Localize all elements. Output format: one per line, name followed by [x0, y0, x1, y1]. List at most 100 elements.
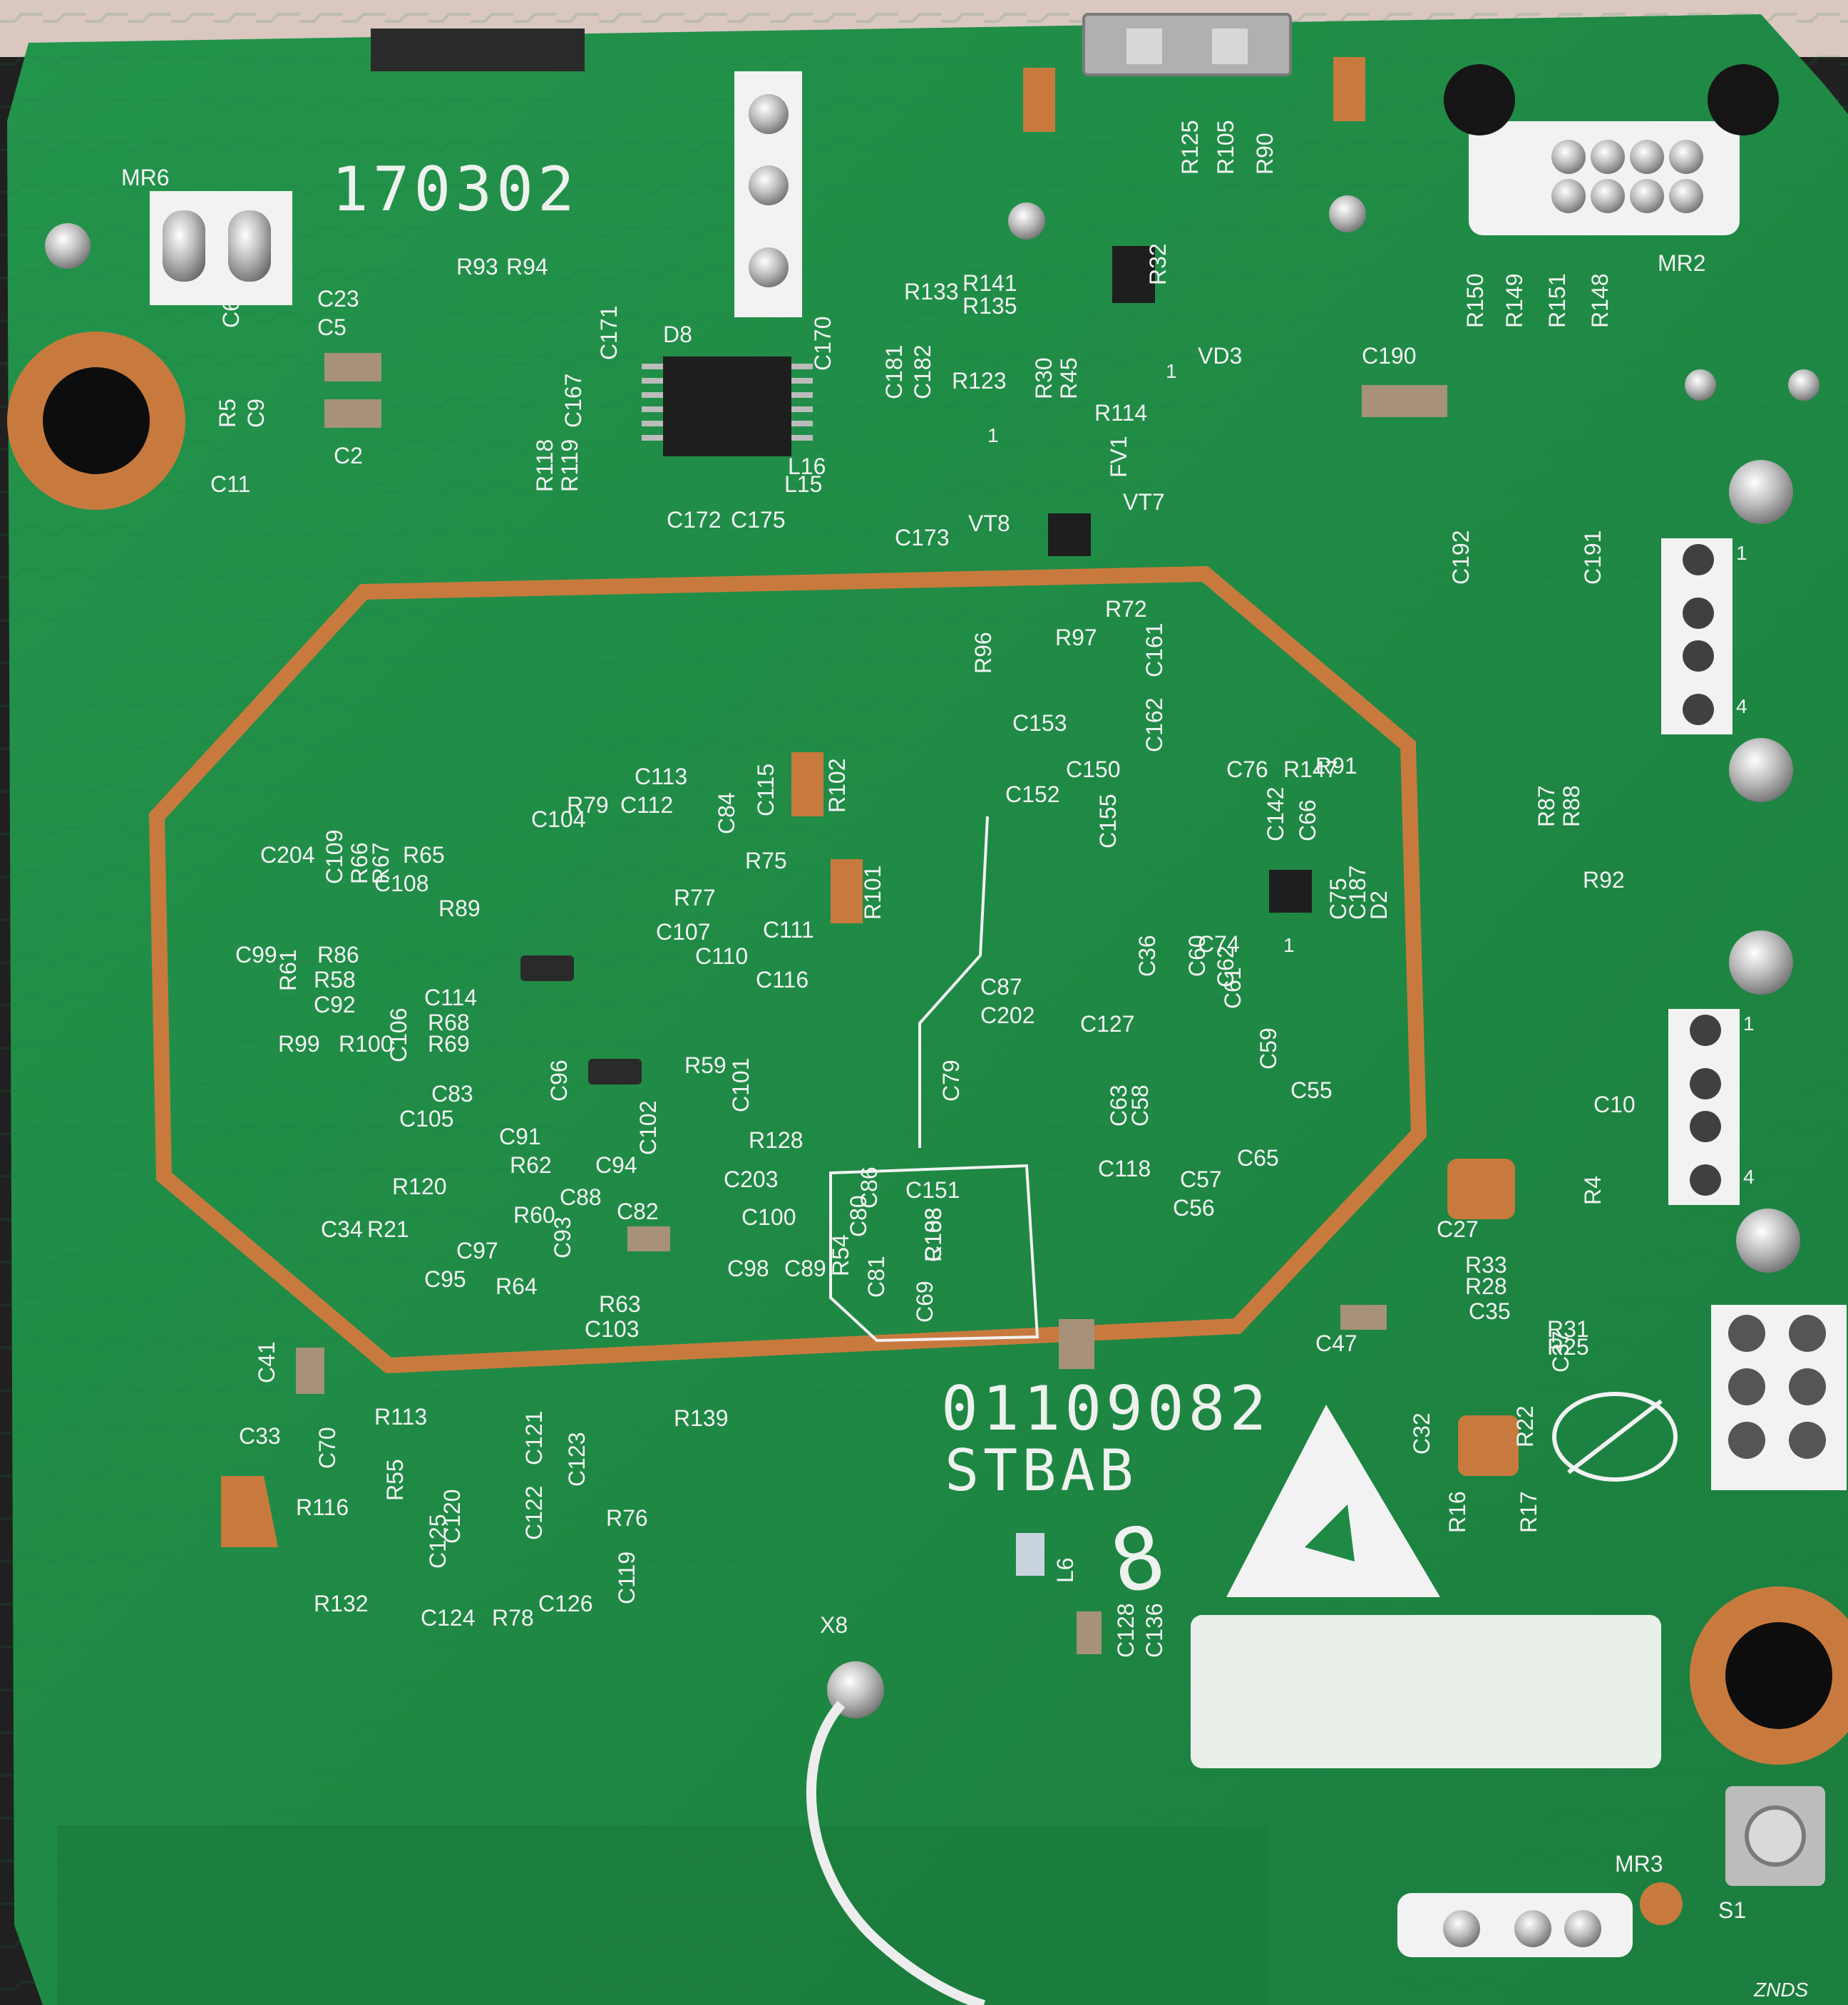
designator-label: C80 [846, 1195, 871, 1237]
designator-label: C187 [1345, 866, 1370, 921]
designator-label: R62 [510, 1152, 552, 1178]
designator-label: R105 [1213, 120, 1238, 175]
designator-label: L16 [788, 453, 826, 479]
designator-label: C99 [235, 942, 277, 968]
pin-marker: 1 [1743, 1012, 1755, 1035]
designator-label: R77 [674, 885, 716, 911]
designator-label: C153 [1012, 710, 1067, 736]
designator-label: C171 [596, 306, 622, 361]
designator-label: R133 [904, 279, 959, 304]
designator-label: C116 [756, 967, 808, 993]
designator-label: C66 [1295, 799, 1320, 841]
designator-label: C2 [334, 443, 363, 468]
designator-label: C75 [1325, 878, 1351, 920]
designator-label: C191 [1580, 530, 1606, 585]
designator-label: C161 [1141, 623, 1167, 678]
pin-marker: 4 [1736, 695, 1747, 717]
shield-outline [148, 565, 1427, 1374]
designator-label: C173 [895, 525, 950, 550]
designator-label: R119 [557, 439, 582, 492]
designator-label: C192 [1448, 530, 1474, 585]
designator-label: D8 [663, 322, 692, 347]
designator-label: R25 [1547, 1334, 1589, 1360]
designator-label: FV1 [1106, 436, 1131, 478]
designator-label: R78 [492, 1605, 534, 1631]
designator-label: C127 [1080, 1011, 1135, 1037]
designator-label: C188 [920, 1208, 946, 1263]
designator-label: R54 [828, 1234, 853, 1276]
pb-free-icon [1552, 1392, 1678, 1482]
designator-label: C62 [1213, 945, 1238, 988]
designator-label: C123 [564, 1432, 590, 1487]
designator-label: C126 [538, 1591, 593, 1616]
designator-label: R128 [749, 1127, 804, 1153]
designator-label: R100 [339, 1031, 394, 1057]
designator-label: C107 [656, 919, 711, 945]
designator-label: C95 [424, 1266, 466, 1292]
designator-label: C150 [1066, 757, 1121, 782]
designator-label: C98 [727, 1256, 769, 1281]
designator-label: R61 [275, 949, 301, 991]
designator-label: C125 [425, 1514, 451, 1569]
hdmi-connector [1082, 13, 1292, 76]
designator-label: C61 [1220, 967, 1246, 1009]
designator-label: R22 [1512, 1405, 1538, 1447]
designator-label: C91 [499, 1124, 541, 1149]
designator-label: C106 [386, 1008, 411, 1063]
pin-marker: 1 [987, 424, 999, 446]
pin-marker: 1 [1166, 360, 1177, 382]
pin-marker: 1 [1736, 542, 1747, 564]
designator-label: C92 [314, 992, 356, 1017]
designator-label: R91 [1315, 753, 1357, 779]
designator-label: C113 [635, 764, 687, 789]
designator-label: R69 [428, 1031, 470, 1057]
designator-label: C202 [980, 1002, 1035, 1028]
designator-label: C151 [905, 1177, 960, 1203]
blank-label [1191, 1615, 1661, 1768]
designator-label: R147 [1283, 757, 1338, 782]
designator-label: R96 [970, 632, 996, 674]
designator-label: R17 [1516, 1491, 1541, 1533]
designator-label: R89 [438, 896, 481, 921]
designator-label: C136 [1141, 1604, 1167, 1658]
esd-warning-icon [1226, 1405, 1440, 1597]
designator-label: R139 [674, 1405, 729, 1431]
designator-label: C172 [667, 507, 722, 533]
designator-label: R86 [317, 942, 359, 968]
designator-label: L6 [1052, 1557, 1078, 1583]
designator-label: R60 [513, 1202, 555, 1228]
designator-label: C162 [1141, 698, 1167, 753]
designator-label: C112 [620, 792, 673, 818]
pin-marker: 4 [1743, 1166, 1755, 1188]
designator-label: C55 [1290, 1077, 1333, 1103]
designator-label: C59 [1256, 1027, 1281, 1070]
designator-label: R116 [296, 1494, 349, 1520]
designator-label: C105 [399, 1106, 454, 1132]
designator-label: C87 [980, 974, 1022, 1000]
designator-label: C35 [1469, 1298, 1511, 1324]
designator-label: L15 [784, 471, 822, 497]
designator-label: R59 [684, 1052, 727, 1078]
designator-label: MR2 [1658, 250, 1706, 276]
designator-label: C57 [1180, 1166, 1222, 1192]
mounting-hole-bottom-right [1690, 1586, 1848, 1765]
designator-label: R93 [456, 254, 498, 280]
designator-label: R125 [1177, 120, 1203, 175]
designator-label: C128 [1113, 1604, 1139, 1658]
designator-label: C103 [585, 1316, 640, 1342]
designator-label: S1 [1718, 1897, 1746, 1923]
designator-label: C122 [521, 1486, 547, 1541]
designator-label: C81 [863, 1256, 889, 1298]
watermark: ZNDS [1753, 1979, 1809, 2001]
designator-label: R99 [278, 1031, 320, 1057]
designator-label: VT7 [1123, 489, 1165, 515]
designator-label: R63 [599, 1291, 641, 1317]
designator-label: C97 [456, 1238, 498, 1263]
designator-label: C23 [317, 286, 359, 312]
designator-label: R141 [962, 270, 1017, 296]
sd-slot-shield [371, 29, 585, 71]
designator-label: C110 [695, 943, 748, 969]
designator-label: C88 [560, 1184, 602, 1210]
designator-label: R66 [346, 842, 372, 884]
